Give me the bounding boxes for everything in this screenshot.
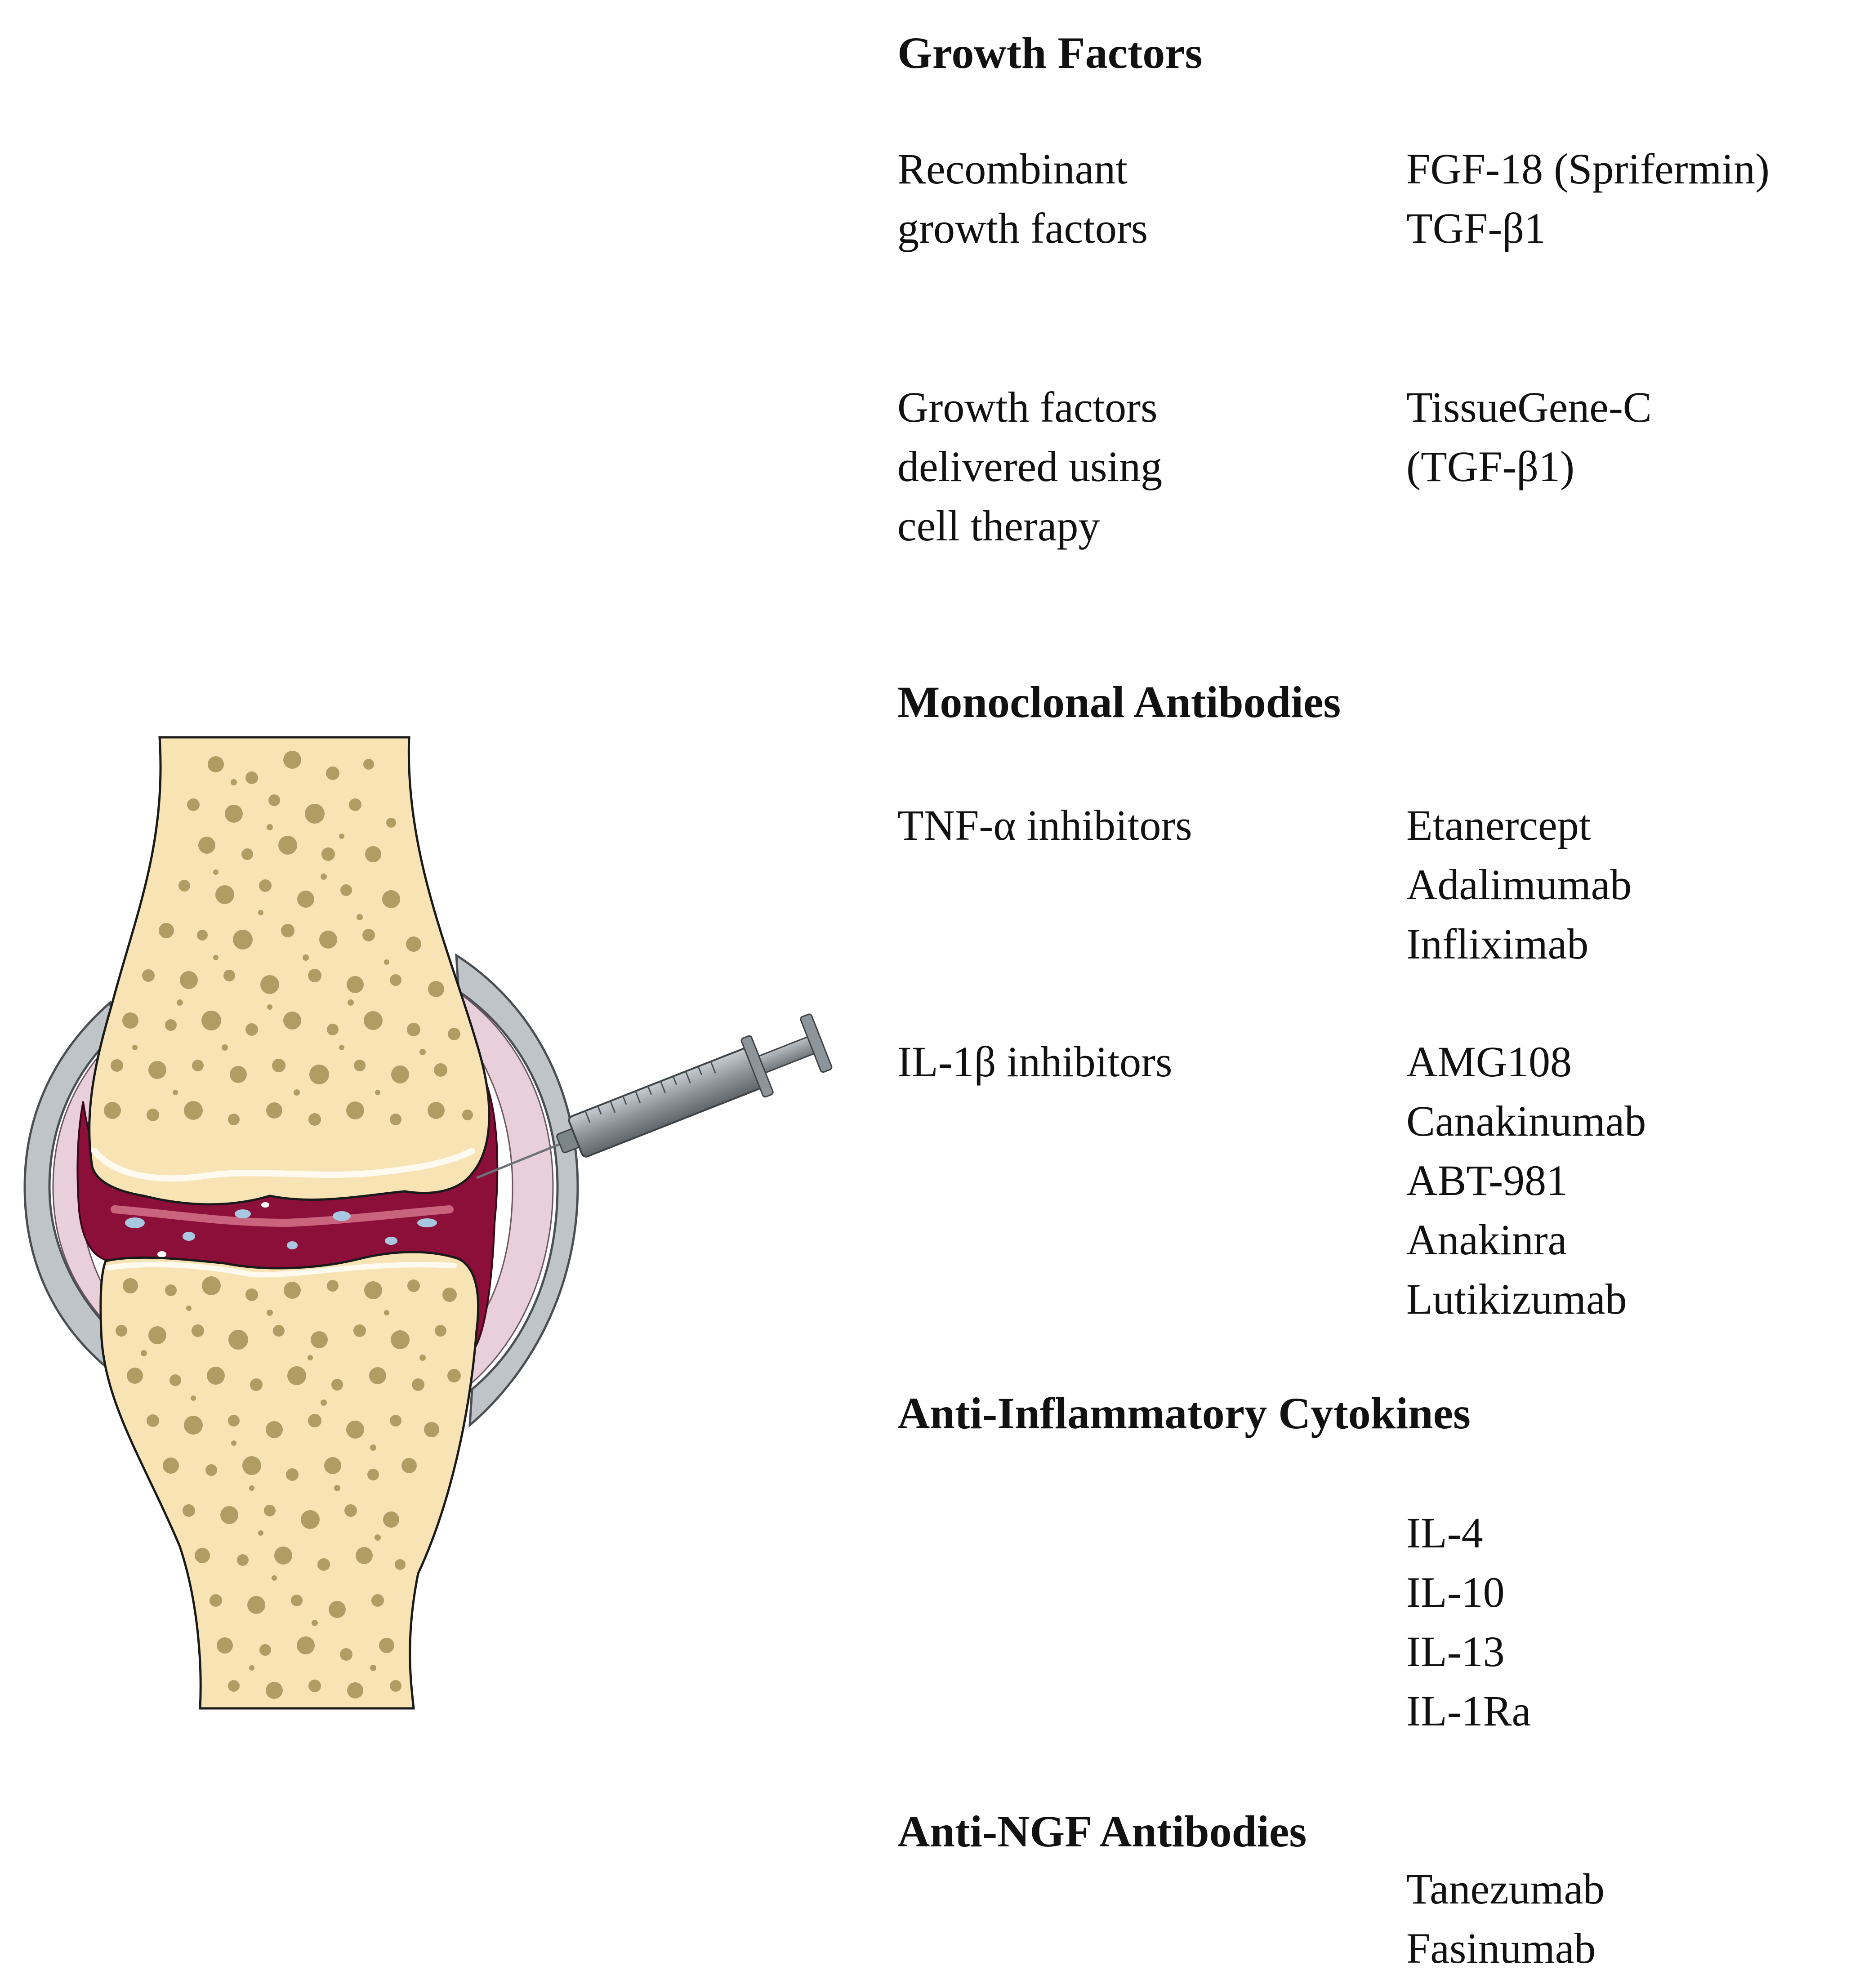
agent-item: IL-13	[1406, 1627, 1505, 1676]
agents-recombinant-growth-factors: FGF-18 (Sprifermin) TGF-β1	[1406, 139, 1770, 258]
agents-il1b-inhibitors: AMG108 Canakinumab ABT-981 Anakinra Luti…	[1406, 1032, 1646, 1329]
agent-item: TissueGene-C	[1406, 383, 1652, 431]
category-recombinant-growth-factors: Recombinant growth factors	[897, 145, 1148, 252]
syringe	[476, 1013, 833, 1179]
agent-item: TGF-β1	[1406, 204, 1546, 252]
agents-anti-inflammatory-cytokines: IL-4 IL-10 IL-13 IL-1Ra	[1406, 1503, 1531, 1741]
agents-tnf-alpha-inhibitors: Etanercept Adalimumab Infliximab	[1406, 796, 1632, 974]
agent-item: IL-1Ra	[1406, 1687, 1531, 1735]
heading-monoclonal-antibodies: Monoclonal Antibodies	[897, 677, 1341, 727]
joint-capsule	[23, 953, 579, 1428]
agent-item: Tanezumab	[1406, 1865, 1605, 1913]
agents-cell-therapy-growth-factors: TissueGene-C (TGF-β1)	[1406, 378, 1652, 496]
syringe-barrel	[568, 1047, 763, 1158]
syringe-plunger	[758, 1035, 817, 1074]
agent-item: IL-4	[1406, 1509, 1483, 1557]
femur-pores	[104, 751, 473, 1126]
heading-anti-inflammatory-cytokines: Anti-Inflammatory Cytokines	[897, 1388, 1471, 1438]
synovial-fluid	[76, 1085, 499, 1351]
category-il1b-inhibitors: IL-1β inhibitors	[897, 1038, 1173, 1086]
knee-joint-injection-illustration	[23, 736, 833, 1710]
agent-item: ABT-981	[1406, 1156, 1568, 1204]
agent-item: Canakinumab	[1406, 1097, 1646, 1145]
category-tnf-alpha-inhibitors: TNF-α inhibitors	[897, 801, 1192, 849]
agent-item: IL-10	[1406, 1568, 1505, 1616]
agent-item: AMG108	[1406, 1038, 1572, 1086]
agent-item: (TGF-β1)	[1406, 442, 1575, 490]
agent-item: Infliximab	[1406, 920, 1589, 968]
tibia-bone	[99, 1251, 480, 1710]
heading-anti-ngf-antibodies: Anti-NGF Antibodies	[897, 1806, 1307, 1856]
agent-item: Fasinumab	[1406, 1924, 1596, 1972]
syringe-needle	[476, 1143, 560, 1179]
agent-item: Adalimumab	[1406, 860, 1632, 909]
femur-bone	[88, 736, 491, 1206]
agent-item: Anakinra	[1406, 1216, 1567, 1264]
agent-item: Lutikizumab	[1406, 1275, 1627, 1323]
heading-growth-factors: Growth Factors	[897, 28, 1203, 78]
agent-item: FGF-18 (Sprifermin)	[1406, 145, 1770, 193]
tibia-pores	[116, 1276, 461, 1699]
agent-item: Etanercept	[1406, 801, 1591, 849]
category-cell-therapy-growth-factors: Growth factors delivered using cell ther…	[897, 383, 1163, 550]
agents-anti-ngf-antibodies: Tanezumab Fasinumab	[1406, 1859, 1605, 1978]
